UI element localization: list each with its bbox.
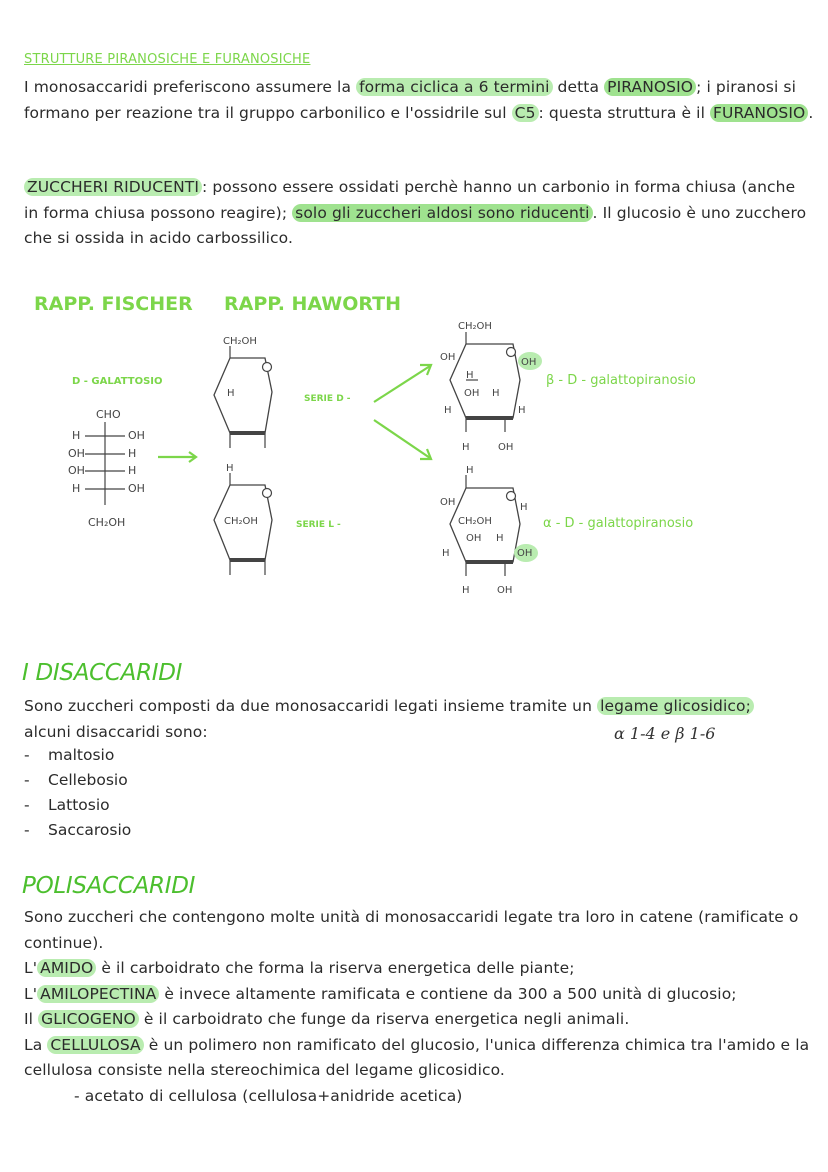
h-label: H: [466, 465, 474, 476]
text: : possono essere ossidati perchè hanno u…: [24, 178, 796, 222]
galattosio-label: D - GALATTOSIO: [72, 376, 163, 387]
fischer-title: RAPP. FISCHER: [34, 293, 193, 315]
list-item: -Saccarosio: [24, 821, 132, 839]
serie-d-label: SERIE D -: [304, 394, 351, 404]
haworth-title: RAPP. HAWORTH: [224, 293, 401, 315]
oh-label: OH: [517, 548, 532, 559]
fischer-h-2: H: [128, 447, 136, 460]
text: La: [24, 1035, 48, 1054]
text: Sono zuccheri composti da due monosaccar…: [24, 697, 598, 715]
h-label: H: [496, 533, 504, 544]
text: è il carboidrato che funge da riserva en…: [138, 1010, 630, 1028]
oh-label: OH: [466, 533, 481, 544]
highlight-legame-glicosidico: legame glicosidico;: [597, 697, 754, 715]
text: L': [24, 984, 38, 1003]
alpha-label: α - D - galattopiranosio: [543, 516, 693, 531]
ch2oh-label: CH₂OH: [458, 321, 492, 332]
h-label: H: [462, 442, 470, 453]
highlight-cellulosa: CELLULOSA: [47, 1035, 144, 1054]
h-label: H: [442, 548, 450, 559]
text: L': [24, 959, 38, 977]
section-title-disaccaridi: I DISACCARIDI: [22, 660, 183, 686]
section-title-strutture: STRUTTURE PIRANOSICHE E FURANOSICHE: [24, 52, 311, 67]
haworth-ring-l: H CH₂OH: [213, 463, 273, 575]
haworth-ring-d: CH₂OH H: [213, 336, 273, 448]
cho-label: CHO: [96, 408, 121, 421]
h-label: H: [227, 388, 235, 399]
fischer-oh-2: OH: [68, 447, 85, 460]
text: Lattosio: [48, 796, 110, 814]
h-label: H: [226, 463, 234, 474]
fischer-h-4: H: [72, 482, 80, 495]
fischer-oh-1: OH: [128, 429, 145, 442]
line-glicogeno: Il GLICOGENO è il carboidrato che funge …: [24, 1007, 814, 1033]
list-item: -Cellebosio: [24, 771, 128, 789]
highlight-furanosio: FURANOSIO: [710, 103, 809, 122]
oh-label: OH: [521, 357, 536, 368]
text: alcuni disaccaridi sono:: [24, 722, 208, 741]
list-item: -maltosio: [24, 746, 115, 764]
text: è il carboidrato che forma la riserva en…: [96, 959, 575, 977]
beta-label: β - D - galattopiranosio: [546, 373, 696, 388]
highlight-amilopectina: AMILOPECTINA: [37, 984, 160, 1003]
h-label: H: [444, 405, 452, 416]
fischer-projection: [85, 422, 125, 505]
paragraph-zuccheri-riducenti: ZUCCHERI RIDUCENTI: possono essere ossid…: [24, 175, 814, 252]
text: .: [808, 103, 814, 122]
line-amilopectina: L'AMILOPECTINA è invece altamente ramifi…: [24, 982, 814, 1008]
fischer-h-3: H: [128, 464, 136, 477]
ch2oh-label: CH₂OH: [224, 516, 258, 527]
fischer-h-1: H: [72, 429, 80, 442]
oh-label: OH: [497, 585, 512, 596]
text: Cellebosio: [48, 771, 128, 789]
text: è un polimero non ramificato del glucosi…: [24, 1035, 810, 1080]
highlight-aldosi: solo gli zuccheri aldosi sono riducenti: [292, 203, 593, 222]
oh-label: OH: [498, 442, 513, 453]
paragraph-piranosio: I monosaccaridi preferiscono assumere la…: [24, 75, 814, 126]
text: ; i piranosi si formano per reazione tra…: [24, 78, 796, 122]
sugar-structures-diagram: RAPP. FISCHER RAPP. HAWORTH D - GALATTOS…: [34, 293, 696, 596]
highlight-piranosio: PIRANOSIO: [604, 78, 697, 96]
serie-l-label: SERIE L -: [296, 520, 341, 530]
oh-label: OH: [440, 497, 455, 508]
fischer-oh-4: OH: [128, 482, 145, 495]
ch2oh-label: CH₂OH: [458, 516, 492, 527]
oh-label: OH: [464, 388, 479, 399]
alpha-galattopiranosio-structure: H OH CH₂OH H OH H OH H H OH: [440, 465, 538, 596]
list-item: -Lattosio: [24, 796, 110, 814]
text: I monosaccaridi preferiscono assumere la: [24, 78, 357, 96]
beta-galattopiranosio-structure: CH₂OH OH H OH H OH H H H OH: [440, 321, 542, 453]
highlight-amido: AMIDO: [37, 959, 97, 977]
text: maltosio: [48, 746, 115, 764]
paragraph-disaccaridi: Sono zuccheri composti da due monosaccar…: [24, 694, 814, 745]
h-label: H: [462, 585, 470, 596]
highlight-zuccheri-riducenti: ZUCCHERI RIDUCENTI: [24, 178, 202, 196]
oh-label: OH: [440, 352, 455, 363]
text: Il: [24, 1010, 39, 1028]
fischer-oh-3: OH: [68, 464, 85, 477]
section-title-polisaccaridi: POLISACCARIDI: [22, 873, 196, 899]
text: : questa struttura è il: [538, 103, 711, 122]
text: Saccarosio: [48, 821, 132, 839]
arrows: [158, 363, 433, 463]
h-label: H: [492, 388, 500, 399]
fischer-ch2oh: CH₂OH: [88, 516, 125, 529]
disaccaridi-list: -maltosio -Cellebosio -Lattosio -Saccaro…: [24, 743, 131, 843]
text: detta: [552, 78, 605, 96]
h-label: H: [518, 405, 526, 416]
paragraph-polisaccaridi: Sono zuccheri che contengono molte unità…: [24, 905, 814, 1109]
highlight-forma-ciclica: forma ciclica a 6 termini: [356, 78, 553, 96]
highlight-c5: C5: [511, 103, 539, 122]
text: . Il glucosio è uno zucchero che si ossi…: [24, 203, 807, 248]
line-amido: L'AMIDO è il carboidrato che forma la ri…: [24, 956, 814, 982]
h-label: H: [520, 502, 528, 513]
line-cellulosa: La CELLULOSA è un polimero non ramificat…: [24, 1033, 814, 1084]
ch2oh-label: CH₂OH: [223, 336, 257, 347]
text: - acetato di cellulosa (cellulosa+anidri…: [74, 1086, 463, 1105]
text: è invece altamente ramificata e contiene…: [159, 984, 737, 1003]
highlight-glicogeno: GLICOGENO: [38, 1010, 139, 1028]
handwritten-note-bonds: α 1-4 e β 1-6: [614, 724, 716, 743]
h-label: H: [466, 370, 474, 381]
text: Sono zuccheri che contengono molte unità…: [24, 908, 799, 952]
